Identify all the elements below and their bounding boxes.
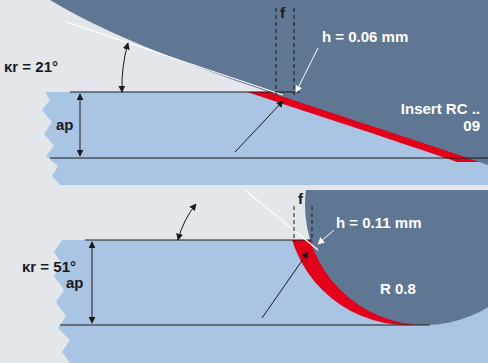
depth-line: [60, 325, 430, 326]
feed-line: [276, 8, 277, 95]
depth-label: ap: [66, 274, 84, 291]
depth-arrow: [80, 94, 81, 156]
depth-arrow: [92, 242, 93, 323]
depth-line: [50, 158, 488, 159]
feed-line: [312, 206, 313, 242]
thickness-arrow: [235, 101, 283, 152]
angle-label: κr = 51°: [22, 258, 76, 275]
thickness-label: h = 0.06 mm: [322, 28, 408, 45]
angle-arc: [122, 43, 128, 92]
feed-label: f: [298, 190, 303, 207]
insert-label: Insert RC .. 09: [400, 100, 480, 135]
chip: [28, 92, 488, 162]
kappa-line: [240, 190, 318, 250]
top-panel: [28, 0, 488, 185]
feed-line: [294, 206, 295, 242]
insert: [305, 190, 488, 325]
thickness-label: h = 0.11 mm: [336, 214, 421, 231]
kappa-line: [66, 22, 283, 95]
angle-arc: [178, 204, 196, 240]
thickness-arrow: [262, 252, 308, 318]
feed-label: f: [280, 4, 285, 21]
radius-label: R 0.8: [380, 280, 416, 297]
reference-line: [85, 240, 312, 241]
depth-label: ap: [56, 116, 74, 133]
insert: [50, 0, 488, 165]
bottom-panel: [54, 190, 488, 363]
leader-line: [318, 230, 334, 244]
leader-line: [296, 48, 318, 92]
angle-label: κr = 21°: [4, 58, 58, 75]
feed-line: [294, 8, 295, 95]
reference-line: [70, 92, 300, 93]
